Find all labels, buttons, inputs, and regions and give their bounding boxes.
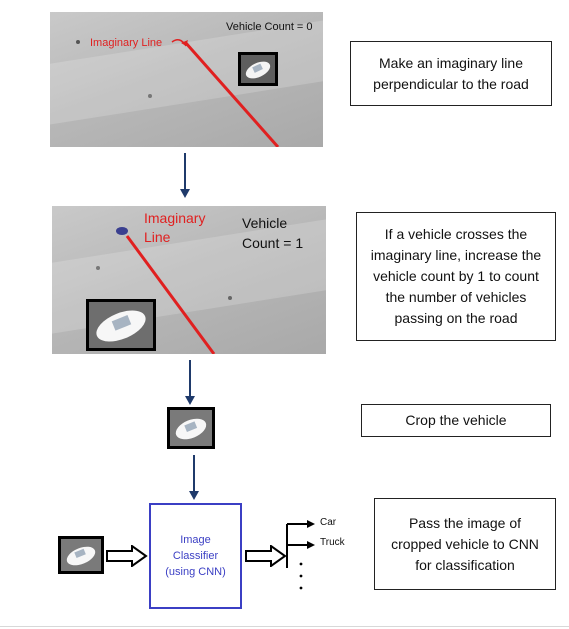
note-step4: Pass the image of cropped vehicle to CNN… — [374, 498, 556, 590]
cropped-car-image — [167, 407, 215, 449]
classifier-label-line3: (using CNN) — [165, 566, 226, 578]
vehicle-count-label: Vehicle Count = 0 — [226, 21, 313, 33]
imaginary-line-label: Imaginary Line — [90, 37, 163, 49]
flow-arrow-1 — [180, 153, 190, 198]
car-bounding-box — [86, 299, 156, 351]
output-branch-lines — [286, 520, 315, 590]
output-label-truck: Truck — [320, 537, 345, 548]
hollow-arrow-input — [106, 545, 148, 567]
imaginary-line-step1 — [76, 39, 280, 147]
car-icon — [175, 418, 207, 440]
vehicle-count-label-bottom: Count = 1 — [242, 235, 304, 251]
imaginary-line-step2 — [96, 227, 232, 354]
vehicle-count-label-top: Vehicle — [242, 215, 288, 231]
flow-arrow-3 — [189, 455, 199, 500]
output-label-car: Car — [320, 517, 337, 528]
bottom-divider — [0, 626, 569, 627]
classifier-label-line2: Classifier — [172, 550, 219, 562]
note-step2: If a vehicle crosses the imaginary line,… — [356, 212, 556, 341]
car-icon — [96, 310, 146, 342]
note-step1: Make an imaginary line perpendicular to … — [350, 41, 552, 106]
car-icon — [245, 61, 271, 79]
hollow-arrow-output — [245, 545, 287, 567]
note-step3: Crop the vehicle — [361, 404, 551, 437]
road-photo-step1: Imaginary Line Vehicle Count = 0 — [50, 12, 323, 147]
car-bounding-box — [238, 52, 278, 86]
classifier-label-line1: Image — [180, 534, 211, 546]
imaginary-line-label-bottom: Line — [144, 229, 171, 245]
image-classifier-box: Image Classifier (using CNN) — [149, 503, 242, 609]
input-car-image — [58, 536, 104, 574]
imaginary-line-label-top: Imaginary — [144, 210, 206, 226]
car-icon — [66, 546, 96, 566]
flow-arrow-2 — [185, 360, 195, 405]
road-photo-step2: Imaginary Line Vehicle Count = 1 — [52, 206, 326, 354]
